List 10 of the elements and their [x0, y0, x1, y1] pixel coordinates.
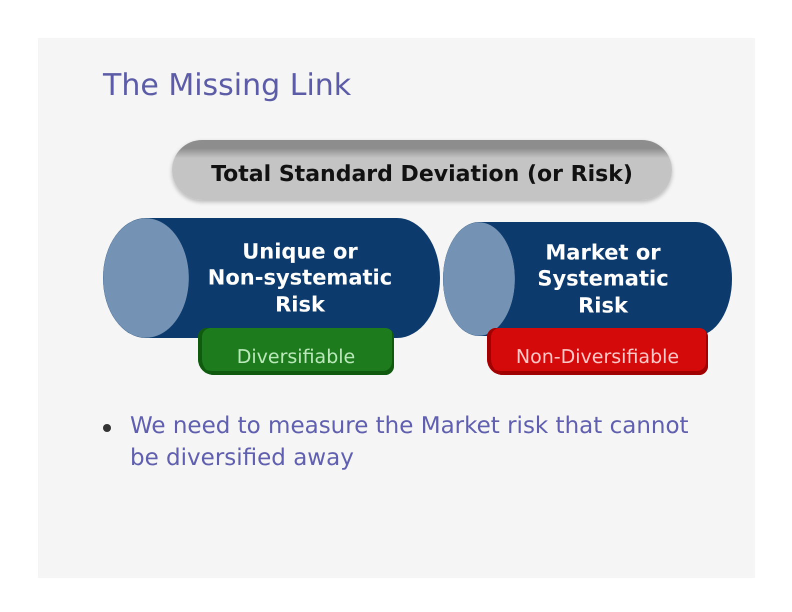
- slide-title: The Missing Link: [103, 68, 352, 103]
- bar-label: Total Standard Deviation (or Risk): [211, 162, 633, 186]
- tag-label: Non-Diversifiable: [516, 346, 680, 368]
- cylinder-label: Market or Systematic Risk: [536, 240, 670, 318]
- tag: [487, 328, 708, 375]
- tag-label: Diversifiable: [236, 346, 356, 368]
- rounded-bar: [172, 140, 672, 200]
- tag: [198, 328, 394, 375]
- cylinder-label: Unique or Non-systematic Risk: [206, 238, 394, 318]
- bullet-text: We need to measure the Market risk that cannot be diversified away: [130, 412, 690, 474]
